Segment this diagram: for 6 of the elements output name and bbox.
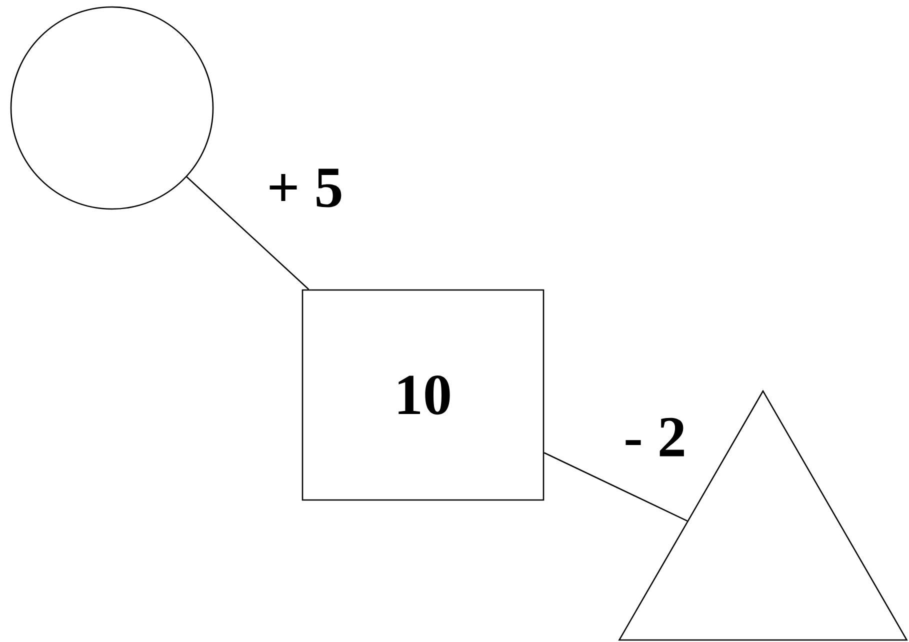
connector-line <box>186 176 310 290</box>
circle <box>10 6 214 210</box>
edge-label: - 2 <box>622 416 688 458</box>
edge-label: + 5 <box>264 166 346 210</box>
number-box: 10 <box>302 289 544 501</box>
connector-line <box>544 452 688 522</box>
